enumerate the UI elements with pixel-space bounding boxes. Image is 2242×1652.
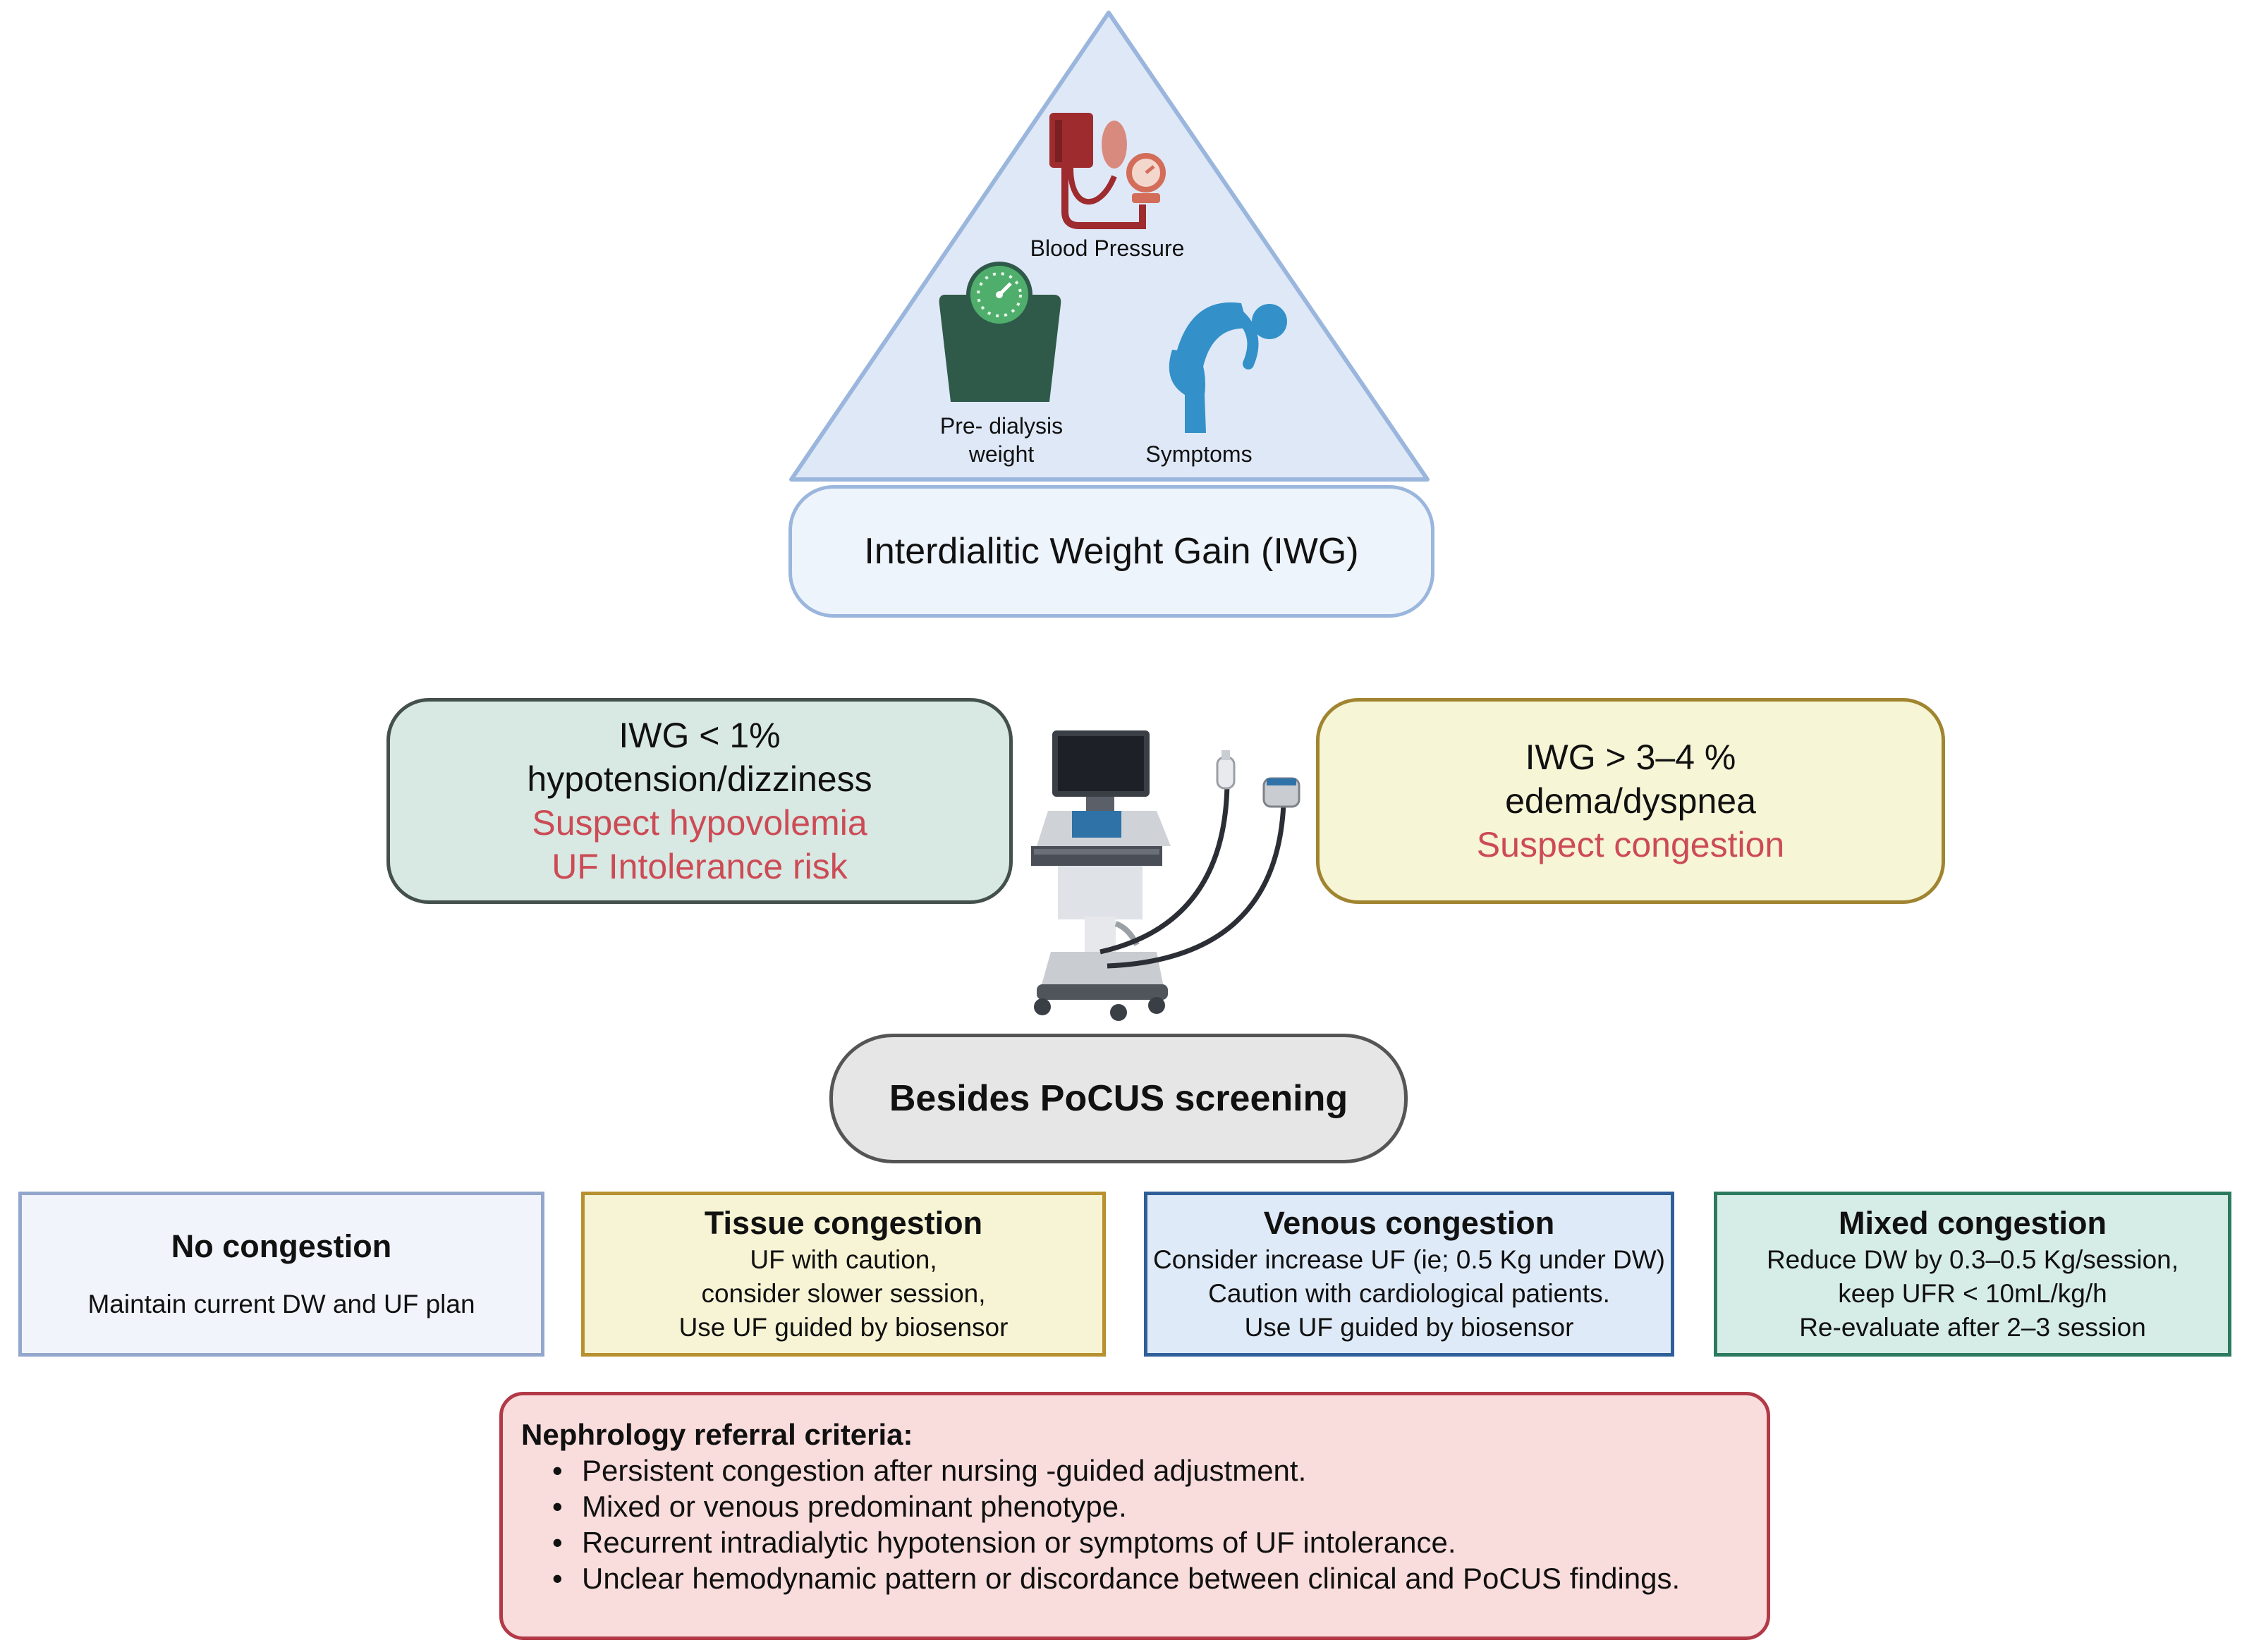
scale-icon xyxy=(939,262,1061,402)
blood-pressure-icon xyxy=(1049,113,1166,229)
congestion-line1: IWG > 3–4 % xyxy=(1525,738,1736,777)
phenotype-line: UF with caution, xyxy=(750,1245,937,1274)
referral-item: Recurrent intradialytic hypotension or s… xyxy=(521,1524,1767,1560)
referral-item: Persistent congestion after nursing -gui… xyxy=(521,1452,1767,1488)
phenotype-title: Mixed congestion xyxy=(1838,1205,2107,1241)
phenotype-line: Re-evaluate after 2–3 session xyxy=(1799,1313,2146,1342)
phenotype-line: Consider increase UF (ie; 0.5 Kg under D… xyxy=(1153,1245,1665,1274)
pre-dialysis-label-line2: weight xyxy=(968,441,1035,467)
hypovolemia-box: IWG < 1% hypotension/dizziness Suspect h… xyxy=(386,698,1013,904)
phenotype-line: consider slower session, xyxy=(701,1279,986,1308)
referral-item: Unclear hemodynamic pattern or discordan… xyxy=(521,1560,1767,1596)
iwg-pill: Interdialitic Weight Gain (IWG) xyxy=(788,485,1434,618)
congestion-box: IWG > 3–4 % edema/dyspnea Suspect conges… xyxy=(1316,698,1945,904)
phenotype-title: Venous congestion xyxy=(1263,1205,1555,1241)
phenotype-tissue-congestion: Tissue congestion UF with caution, consi… xyxy=(581,1192,1106,1357)
phenotype-title: No congestion xyxy=(171,1228,392,1264)
blood-pressure-label: Blood Pressure xyxy=(1030,235,1185,261)
phenotype-line: Use UF guided by biosensor xyxy=(678,1313,1009,1342)
referral-item: Mixed or venous predominant phenotype. xyxy=(521,1488,1767,1524)
hypovolemia-line2: hypotension/dizziness xyxy=(527,759,872,799)
iwg-pill-text: Interdialitic Weight Gain (IWG) xyxy=(864,531,1359,572)
hypovolemia-line4: UF Intolerance risk xyxy=(552,847,848,886)
pre-dialysis-label: Pre- dialysis weight xyxy=(896,412,1107,468)
phenotype-line: Reduce DW by 0.3–0.5 Kg/session, xyxy=(1766,1245,2179,1274)
phenotype-line: Use UF guided by biosensor xyxy=(1244,1313,1574,1342)
congestion-line2: edema/dyspnea xyxy=(1505,781,1756,821)
referral-list: Persistent congestion after nursing -gui… xyxy=(521,1452,1767,1596)
symptoms-figure-icon xyxy=(1169,302,1287,433)
pre-dialysis-label-line1: Pre- dialysis xyxy=(939,413,1064,439)
phenotype-line: Caution with cardiological patients. xyxy=(1208,1279,1610,1308)
referral-title: Nephrology referral criteria: xyxy=(521,1418,913,1451)
phenotype-line: keep UFR < 10mL/kg/h xyxy=(1838,1279,2107,1308)
pocus-pill-text: Besides PoCUS screening xyxy=(889,1078,1348,1119)
pocus-pill: Besides PoCUS screening xyxy=(829,1034,1408,1163)
phenotype-title: Tissue congestion xyxy=(704,1205,983,1241)
phenotype-venous-congestion: Venous congestion Consider increase UF (… xyxy=(1144,1192,1674,1357)
hypovolemia-line3: Suspect hypovolemia xyxy=(532,803,867,843)
symptoms-label: Symptoms xyxy=(1145,441,1253,467)
referral-criteria-box: Nephrology referral criteria: Persistent… xyxy=(499,1392,1770,1640)
congestion-line3: Suspect congestion xyxy=(1476,825,1785,864)
ultrasound-machine-icon xyxy=(1031,730,1300,1021)
phenotype-line: Maintain current DW and UF plan xyxy=(87,1290,475,1318)
phenotype-no-congestion: No congestion Maintain current DW and UF… xyxy=(18,1192,544,1357)
hypovolemia-line1: IWG < 1% xyxy=(619,716,781,755)
phenotype-mixed-congestion: Mixed congestion Reduce DW by 0.3–0.5 Kg… xyxy=(1714,1192,2231,1357)
